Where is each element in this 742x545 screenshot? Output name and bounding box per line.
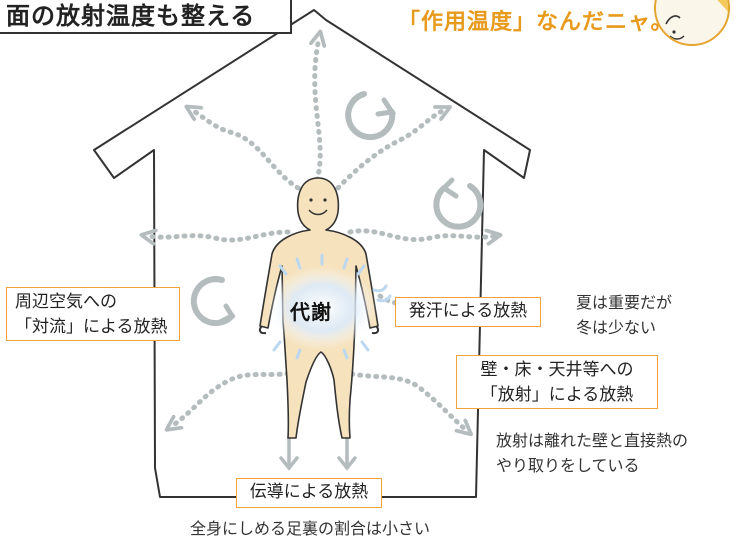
arrow-down-right [341,369,466,430]
sweat-note-line2: 冬は少ない [576,318,657,337]
page-title: 面の放射温度も整える [0,0,292,34]
convection-label-line1: 周辺空気への [15,292,117,312]
conduction-arrows [279,435,357,471]
circulation-icon-top [345,91,397,141]
sweat-label: 発汗による放熱 [395,297,541,327]
radiation-note-line2: やり取りをしている [496,456,640,475]
convection-label: 周辺空気への 「対流」による放熱 [6,287,180,341]
speech-text: 「作用温度」なんだニャ。 [398,10,674,35]
arrow-up [315,38,320,183]
heat-arrows [148,38,494,430]
glow-sparks [272,253,392,360]
conduction-note: 全身にしめる足裏の割合は小さい [190,519,431,538]
convection-label-line2: 「対流」による放熱 [15,317,168,337]
sweat-note: 夏は重要だが 冬は少ない [576,290,672,340]
radiation-note: 放射は離れた壁と直接熱の やり取りをしている [496,428,688,478]
metabolism-label: 代謝 [290,300,332,324]
arrow-up-right [335,110,444,191]
circulation-icon-right [433,177,484,230]
sweat-note-line1: 夏は重要だが [576,293,673,312]
radiation-note-line1: 放射は離れた壁と直接熱の [496,431,689,450]
arrow-right [347,228,494,240]
cat-face-icon [665,0,728,40]
metabolism-glow [266,266,378,350]
radiation-label-line2: 「放射」による放熱 [480,385,634,405]
arrow-left [148,232,291,240]
circulation-icons [190,91,484,327]
radiation-label: 壁・床・天井等への 「放射」による放熱 [456,355,658,409]
conduction-label: 伝導による放熱 [236,478,382,508]
radiation-label-line1: 壁・床・天井等への [480,360,634,380]
circulation-icon-left [190,276,236,327]
arrow-up-left [192,110,301,191]
arrow-down-left [172,369,299,426]
